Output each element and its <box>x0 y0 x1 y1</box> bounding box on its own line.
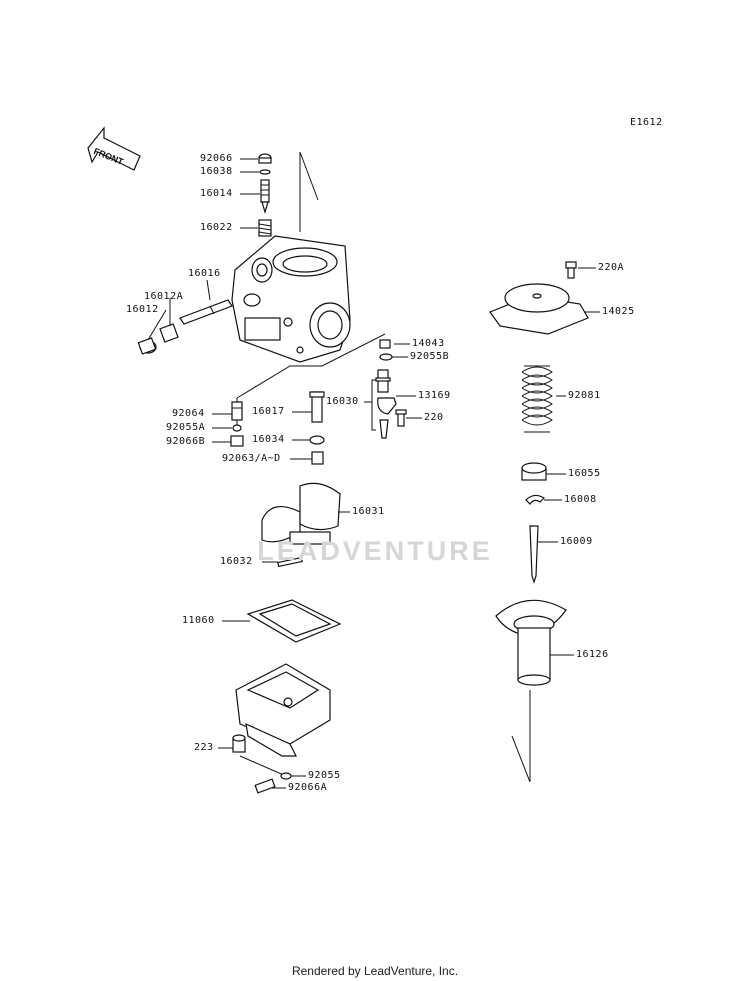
carburetor-body[interactable] <box>231 235 351 363</box>
front-arrow-icon <box>87 126 141 171</box>
label-16032[interactable]: 16032 <box>220 556 253 567</box>
label-223[interactable]: 223 <box>194 742 214 753</box>
label-92064[interactable]: 92064 <box>172 408 205 419</box>
part-needle-valve[interactable] <box>379 419 389 439</box>
part-14025-cover[interactable] <box>489 283 589 335</box>
float-bowl[interactable] <box>235 663 331 757</box>
label-92066B[interactable]: 92066B <box>166 436 206 447</box>
part-92055A-ring[interactable] <box>232 424 242 432</box>
part-14043[interactable] <box>379 339 391 349</box>
part-223-screw[interactable] <box>232 734 246 753</box>
label-220[interactable]: 220 <box>424 412 444 423</box>
part-16030-jet[interactable] <box>375 369 391 393</box>
part-16012-cap[interactable] <box>137 337 157 355</box>
part-92066A-plug[interactable] <box>254 778 276 794</box>
diagram-code: E1612 <box>630 117 663 128</box>
part-16017-jet[interactable] <box>309 391 325 423</box>
part-92064[interactable] <box>231 401 243 421</box>
part-13169-clip[interactable] <box>377 397 397 415</box>
label-14043[interactable]: 14043 <box>412 338 445 349</box>
part-92055-ring[interactable] <box>280 772 292 780</box>
label-16008[interactable]: 16008 <box>564 494 597 505</box>
label-92055B[interactable]: 92055B <box>410 351 450 362</box>
label-220A[interactable]: 220A <box>598 262 625 273</box>
part-92055B-ring[interactable] <box>379 353 393 361</box>
part-16012A-spring[interactable] <box>159 323 179 343</box>
label-92063[interactable]: 92063/A~D <box>222 453 281 464</box>
label-16031[interactable]: 16031 <box>352 506 385 517</box>
part-92081-spring[interactable] <box>521 365 553 433</box>
label-16038[interactable]: 16038 <box>200 166 233 177</box>
label-16034[interactable]: 16034 <box>252 434 285 445</box>
label-16030[interactable]: 16030 <box>326 396 359 407</box>
part-92066-cap[interactable] <box>258 153 272 164</box>
part-16014-screw[interactable] <box>260 179 270 215</box>
footer-credit: Rendered by LeadVenture, Inc. <box>291 964 459 978</box>
label-16012[interactable]: 16012 <box>126 304 159 315</box>
part-16022-spring[interactable] <box>258 219 272 237</box>
part-11060-gasket[interactable] <box>246 599 342 643</box>
label-16017[interactable]: 16017 <box>252 406 285 417</box>
label-16016[interactable]: 16016 <box>188 268 221 279</box>
part-16009-needle[interactable] <box>529 525 539 584</box>
label-16014[interactable]: 16014 <box>200 188 233 199</box>
label-92066[interactable]: 92066 <box>200 153 233 164</box>
part-16016-shaft[interactable] <box>179 299 233 325</box>
label-11060[interactable]: 11060 <box>182 615 215 626</box>
label-14025[interactable]: 14025 <box>602 306 635 317</box>
label-16126[interactable]: 16126 <box>576 649 609 660</box>
part-16034-washer[interactable] <box>309 435 325 445</box>
part-16038-oring[interactable] <box>259 169 271 175</box>
part-16055-holder[interactable] <box>521 462 547 481</box>
label-16009[interactable]: 16009 <box>560 536 593 547</box>
part-220A-screw[interactable] <box>565 261 577 279</box>
label-92066A[interactable]: 92066A <box>288 782 328 793</box>
label-92055A[interactable]: 92055A <box>166 422 206 433</box>
label-13169[interactable]: 13169 <box>418 390 451 401</box>
watermark-text: LEADVENTURE <box>257 536 493 566</box>
leader-lines <box>147 158 600 789</box>
part-92063-jet[interactable] <box>311 451 324 465</box>
label-16055[interactable]: 16055 <box>568 468 601 479</box>
part-16008-clip[interactable] <box>525 494 545 505</box>
label-92081[interactable]: 92081 <box>568 390 601 401</box>
part-92066B[interactable] <box>230 435 244 447</box>
label-92055[interactable]: 92055 <box>308 770 341 781</box>
part-16032-pin[interactable] <box>277 556 303 568</box>
part-16126-diaphragm[interactable] <box>495 599 567 686</box>
label-16022[interactable]: 16022 <box>200 222 233 233</box>
label-16012A[interactable]: 16012A <box>144 291 184 302</box>
part-220-screw[interactable] <box>395 409 407 427</box>
part-16031-float[interactable] <box>261 482 341 545</box>
